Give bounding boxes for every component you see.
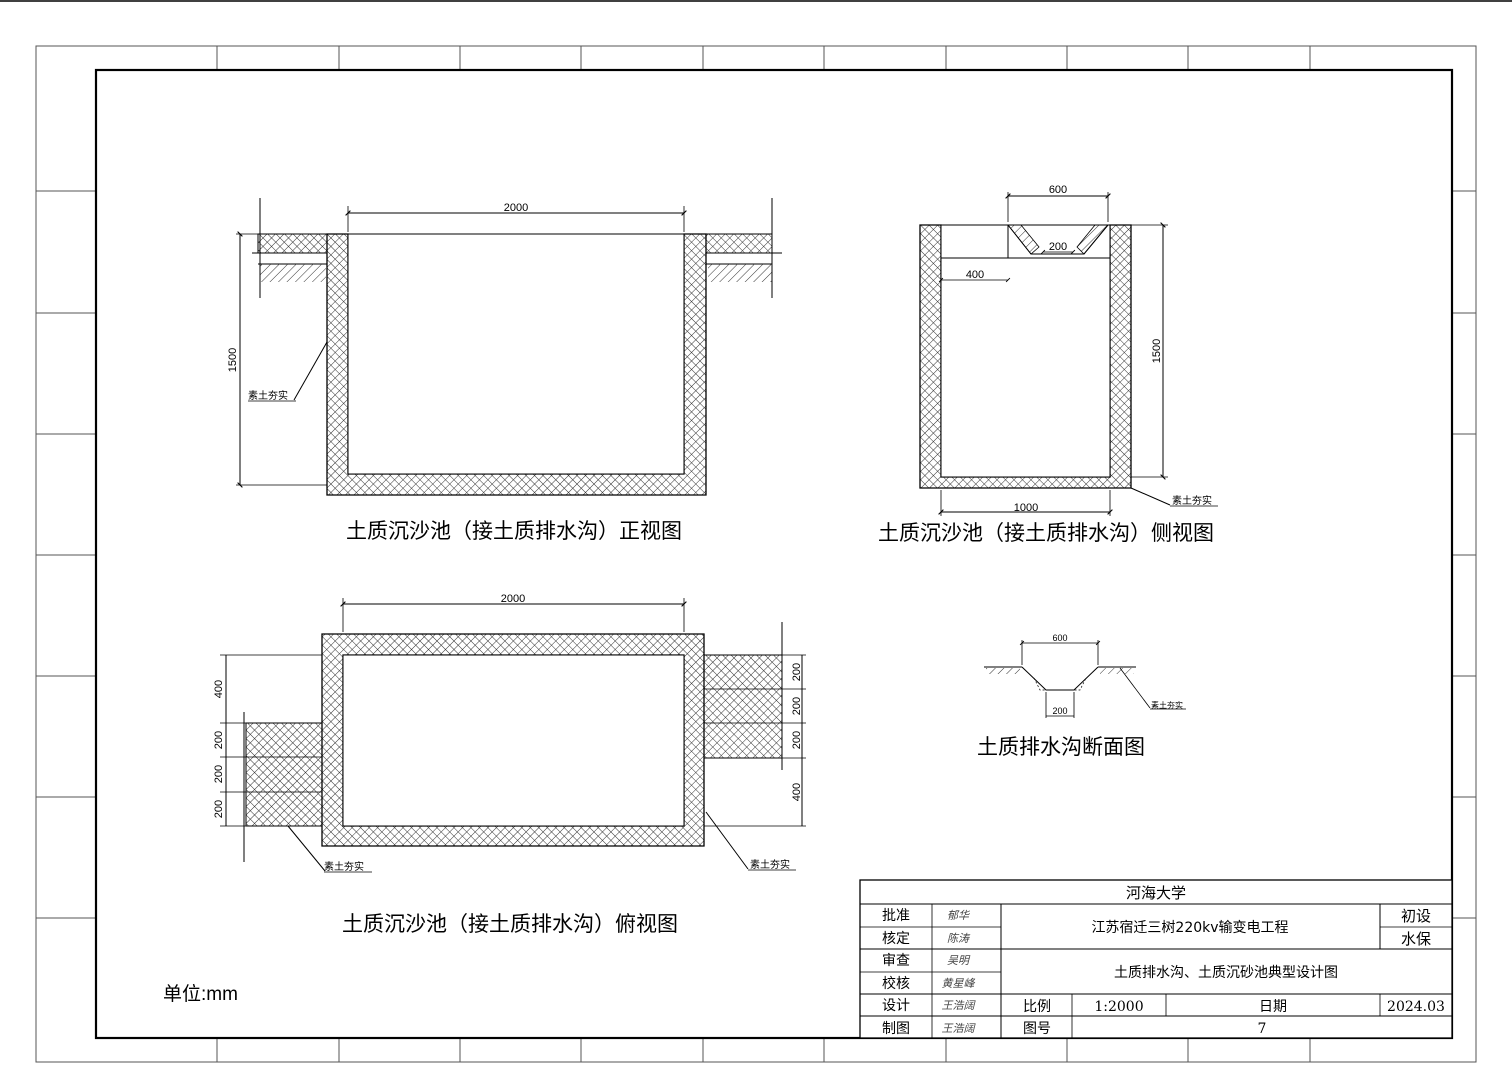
side-view-caption: 土质沉沙池（接土质排水沟）侧视图 — [878, 521, 1214, 545]
plan-right-dim-1: 200 — [791, 663, 803, 681]
plan-view: 2000 400 200 200 200 200 200 200 400 素土夯… — [213, 593, 806, 936]
tb-scale-value: 1:2000 — [1094, 999, 1143, 1015]
side-dim-bottom-inner: 200 — [1049, 241, 1067, 253]
plan-left-dim-1: 400 — [213, 680, 225, 698]
tb-role-3: 校核 — [882, 975, 910, 992]
front-note: 素土夯实 — [248, 389, 288, 402]
ditch-section-caption: 土质排水沟断面图 — [977, 735, 1145, 759]
front-dim-width: 2000 — [504, 202, 528, 214]
plan-pool-interior — [342, 654, 685, 827]
tb-project: 江苏宿迁三树220kv输变电工程 — [1091, 919, 1288, 936]
front-view-caption: 土质沉沙池（接土质排水沟）正视图 — [346, 519, 682, 543]
tb-role-5: 制图 — [882, 1021, 910, 1037]
plan-note-right: 素土夯实 — [750, 858, 790, 871]
side-dim-width: 1000 — [1014, 502, 1038, 514]
front-dim-height: 1500 — [227, 348, 239, 372]
tb-role-0: 批准 — [882, 908, 910, 924]
tb-date-value: 2024.03 — [1387, 999, 1445, 1015]
side-note: 素土夯实 — [1172, 494, 1212, 507]
plan-ditch-right — [703, 654, 783, 759]
tb-signature-2: 吴明 — [947, 954, 971, 967]
front-soil-right — [705, 233, 773, 254]
unit-label: 单位:mm — [163, 983, 238, 1005]
outer-frame — [35, 45, 1477, 1063]
ditch-note: 素土夯实 — [1151, 700, 1183, 710]
front-earth-hatch-right — [708, 264, 772, 282]
tb-drawing-title: 土质排水沟、土质沉砂池典型设计图 — [1114, 965, 1338, 981]
tb-role-1: 核定 — [882, 931, 910, 947]
ditch-dim-top: 600 — [1052, 633, 1067, 643]
plan-right-dim-4: 400 — [791, 783, 803, 801]
tb-signature-0: 郁华 — [947, 909, 971, 922]
title-block: 河海大学 江苏宿迁三树220kv输变电工程 土质排水沟、土质沉砂池典型设计图 初… — [859, 879, 1453, 1039]
plan-right-dim-3: 200 — [791, 731, 803, 749]
tb-date-label: 日期 — [1259, 999, 1287, 1015]
tb-signature-1: 陈涛 — [947, 932, 971, 945]
plan-note-left: 素土夯实 — [324, 860, 364, 873]
tb-stage-1: 初设 — [1401, 907, 1431, 925]
plan-dim-width: 2000 — [501, 593, 525, 605]
front-view: 2000 1500 素土夯实 土质沉沙池（接土质排水沟）正视图 — [227, 198, 782, 543]
plan-view-caption: 土质沉沙池（接土质排水沟）俯视图 — [342, 912, 678, 936]
tb-org: 河海大学 — [1126, 884, 1186, 902]
ditch-dim-bottom: 200 — [1052, 706, 1067, 716]
tb-stage-2: 水保 — [1401, 930, 1431, 948]
tb-signature-3: 黄星峰 — [942, 977, 976, 990]
tb-scale-label: 比例 — [1023, 999, 1051, 1015]
side-view: 600 200 400 1500 1000 素土夯实 土质沉沙池（接土质排水沟）… — [878, 184, 1218, 545]
plan-left-dim-2: 200 — [213, 731, 225, 749]
front-earth-hatch-left — [260, 264, 326, 282]
plan-ditch-left — [245, 722, 323, 827]
tb-number-value: 7 — [1258, 1021, 1267, 1037]
tb-number-label: 图号 — [1023, 1021, 1051, 1037]
plan-right-dim-2: 200 — [791, 697, 803, 715]
tb-role-4: 设计 — [882, 998, 910, 1014]
front-pool-interior — [347, 233, 685, 475]
plan-left-dim-4: 200 — [213, 800, 225, 818]
side-dim-offset: 400 — [966, 269, 984, 281]
front-soil-left — [257, 233, 328, 254]
side-dim-top: 600 — [1049, 184, 1067, 196]
tb-role-2: 审查 — [882, 953, 910, 969]
tb-signature-5: 王浩阔 — [942, 1022, 977, 1035]
inner-border — [94, 68, 1454, 1040]
tb-signature-4: 王浩阔 — [942, 999, 977, 1012]
side-dim-height: 1500 — [1151, 339, 1163, 363]
plan-left-dim-3: 200 — [213, 765, 225, 783]
ditch-section: 600 200 素土夯实 土质排水沟断面图 — [977, 633, 1186, 759]
